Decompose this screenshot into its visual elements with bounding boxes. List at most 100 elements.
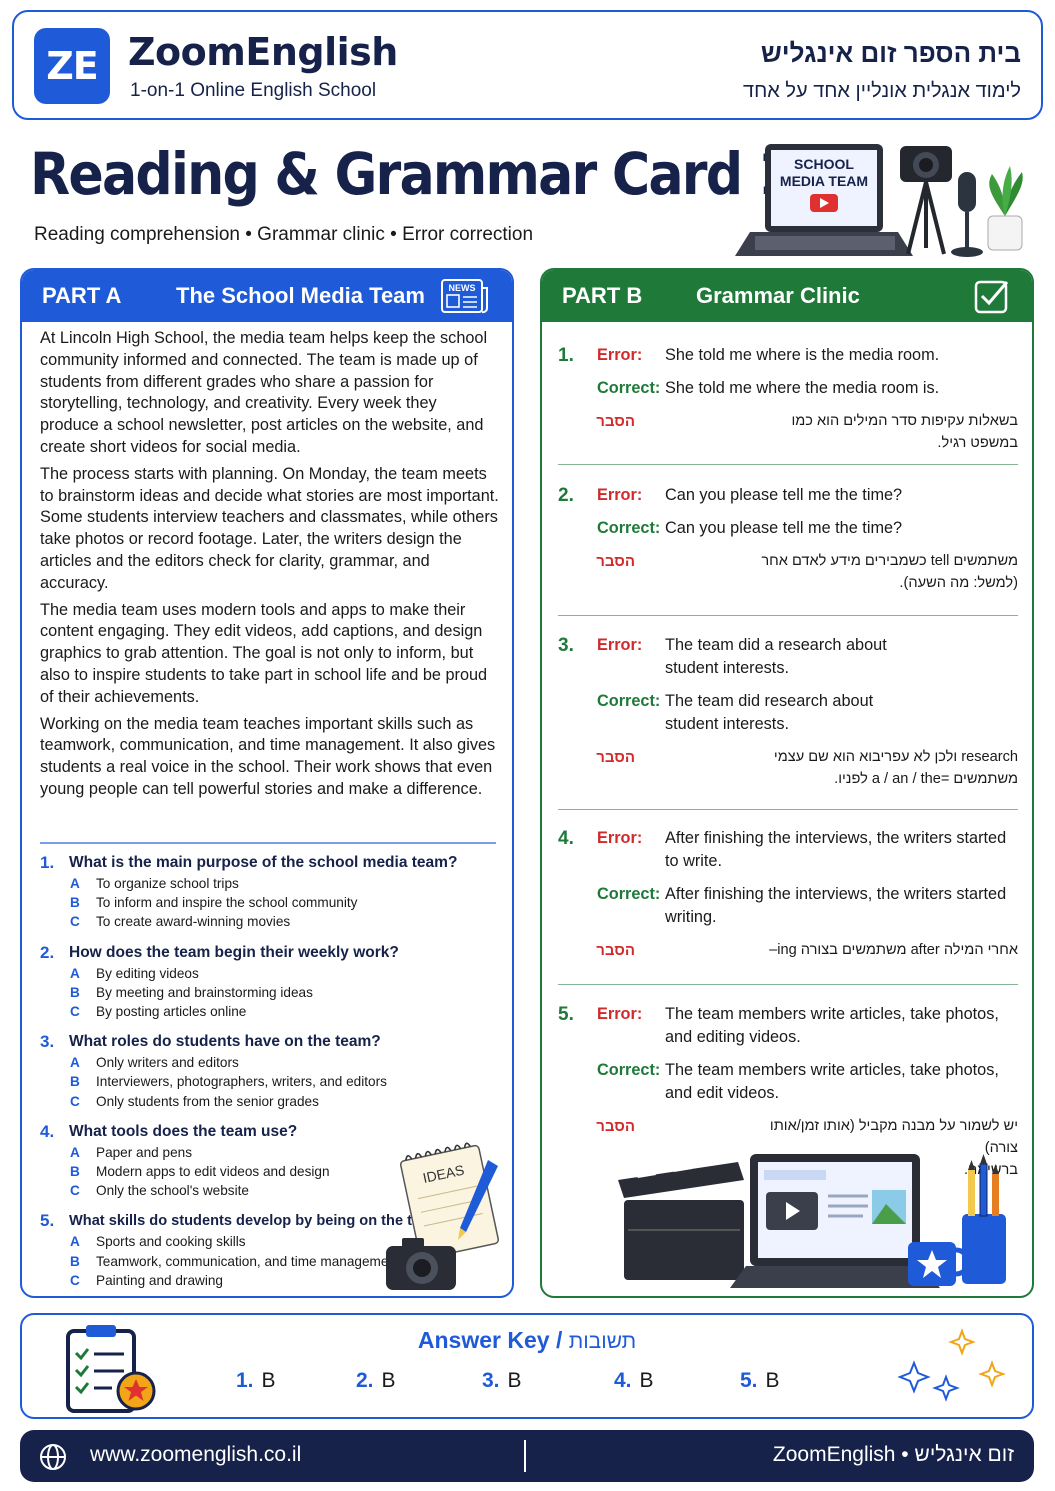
camera-icon — [386, 1238, 456, 1290]
answer-key-title: Answer Key / תשובות — [417, 1327, 637, 1353]
page-title: Reading & Grammar Card 163 — [30, 140, 863, 208]
pencil-cup-icon — [962, 1154, 1006, 1284]
divider — [558, 615, 1018, 616]
error-label: Error: — [597, 486, 643, 504]
part-a-label: PART A — [42, 283, 122, 308]
paragraph: The process starts with planning. On Mon… — [40, 464, 499, 592]
correct-label: Correct: — [597, 519, 661, 537]
logo: ZE — [34, 28, 110, 104]
correct-label: Correct: — [597, 1061, 661, 1079]
error-sentence: The team members write articles, take ph… — [665, 1005, 999, 1046]
correct-label: Correct: — [597, 692, 661, 710]
screen-text-2: MEDIA TEAM — [780, 173, 868, 189]
part-b-label: PART B — [562, 283, 643, 308]
site-footer: www.zoomenglish.co.il ZoomEnglish • זום … — [20, 1430, 1034, 1482]
correct-sentence: After finishing the interviews, the writ… — [665, 885, 1007, 926]
part-a-header: PART A The School Media Team NEWS — [22, 270, 512, 322]
question-text: What tools does the team use? — [69, 1122, 298, 1140]
question-number: 5. — [40, 1211, 55, 1231]
divider — [40, 842, 496, 844]
media-tools-illustration — [618, 1150, 1006, 1288]
item-number: 2. — [558, 485, 574, 506]
newspaper-icon: NEWS — [441, 279, 488, 314]
explain-label: הסבר — [596, 942, 635, 959]
mug-icon — [908, 1242, 971, 1286]
notepad-camera-illustration: IDEAS — [386, 1142, 500, 1290]
brand-name: ZoomEnglish — [128, 30, 398, 74]
answer-key: Answer Key / תשובות 1.B 2.B 3.B 4.B 5.B — [20, 1313, 1034, 1419]
answer-list: 1.B 2.B 3.B 4.B 5.B — [236, 1369, 836, 1399]
explain-label: הסבר — [596, 1118, 635, 1135]
question-1: 1. What is the main purpose of the school… — [40, 852, 500, 932]
laptop-icon — [730, 1154, 940, 1288]
error-label: Error: — [597, 1005, 643, 1023]
explanation: משתמשים tell כשמבירים מידע לאדם אחר(למשל… — [761, 553, 1018, 591]
answer-item: 3.B — [482, 1369, 522, 1392]
clipboard-icon — [66, 1325, 156, 1413]
grammar-item-2: 2. Error: Can you please tell me the time?… — [558, 484, 1018, 604]
correct-label: Correct: — [597, 379, 661, 397]
screen-text-1: SCHOOL — [794, 156, 854, 172]
divider — [558, 984, 1018, 985]
explain-label: הסבר — [596, 413, 635, 430]
paragraph: Working on the media team teaches import… — [40, 714, 496, 798]
answer-item: 5.B — [740, 1369, 780, 1392]
error-label: Error: — [597, 829, 643, 847]
question-3: 3.What roles do students have on the tea… — [40, 1031, 500, 1111]
item-number: 3. — [558, 635, 574, 656]
question-number: 1. — [40, 853, 55, 872]
question-5: 5.What skills do students develop by bei… — [40, 1210, 500, 1290]
explain-label: הסבר — [596, 553, 635, 570]
paragraph: At Lincoln High School, the media team h… — [40, 329, 488, 456]
correct-sentence: The team did research about student inte… — [665, 692, 874, 733]
hebrew-subtitle: לימוד אנגלית אונליין אחד על אחד — [743, 80, 1021, 102]
correct-sentence: The team members write articles, take ph… — [665, 1061, 999, 1102]
explanation: אחרי המילה after משתמשים בצורה ing– — [769, 942, 1018, 958]
error-sentence: Can you please tell me the time? — [665, 486, 903, 504]
question-2: 2.How does the team begin their weekly w… — [40, 942, 500, 1022]
pen-icon — [458, 1160, 498, 1240]
footer-brand: ZoomEnglish • זום אינגליש — [772, 1443, 1014, 1466]
part-a-panel: PART A The School Media Team NEWS At Lin… — [20, 268, 514, 1298]
microphone-icon — [958, 172, 976, 212]
globe-icon — [40, 1444, 66, 1470]
page-subtitle: Reading comprehension • Grammar clinic •… — [34, 224, 534, 245]
answer-item: 2.B — [356, 1369, 396, 1392]
checkbox-icon — [974, 280, 1009, 314]
divider — [558, 809, 1018, 810]
part-b-header: PART B Grammar Clinic — [542, 270, 1032, 322]
plant-pot-icon — [987, 215, 1023, 251]
website-link[interactable]: www.zoomenglish.co.il — [90, 1443, 302, 1466]
media-setup-illustration: SCHOOL MEDIA TEAM — [735, 144, 1023, 257]
question-number: 3. — [40, 1032, 55, 1052]
item-number: 5. — [558, 1004, 574, 1025]
paragraph: The media team uses modern tools and app… — [40, 600, 488, 706]
grammar-item-1: 1.Error:She told me where is the media r… — [558, 344, 1018, 464]
error-label: Error: — [597, 636, 643, 654]
grammar-item-3: 3.Error:The team did a research about st… — [558, 634, 1018, 800]
question-list: 1. What is the main purpose of the school… — [40, 852, 500, 1296]
correct-sentence: She told me where the media room is. — [665, 379, 940, 397]
question-text: What is the main purpose of the school m… — [69, 854, 458, 871]
grammar-item-4: 4.Error:After finishing the interviews, … — [558, 827, 1018, 972]
part-b-title: Grammar Clinic — [696, 283, 860, 308]
answer-item: 1.B — [236, 1369, 276, 1392]
question-number: 4. — [40, 1121, 55, 1141]
brand-subtitle: 1-on-1 Online English School — [130, 80, 377, 101]
reading-passage: At Lincoln High School, the media team h… — [40, 328, 500, 806]
question-number: 2. — [40, 942, 55, 962]
explain-label: הסבר — [596, 749, 635, 766]
answer-item: 4.B — [614, 1369, 654, 1392]
divider — [558, 464, 1018, 465]
